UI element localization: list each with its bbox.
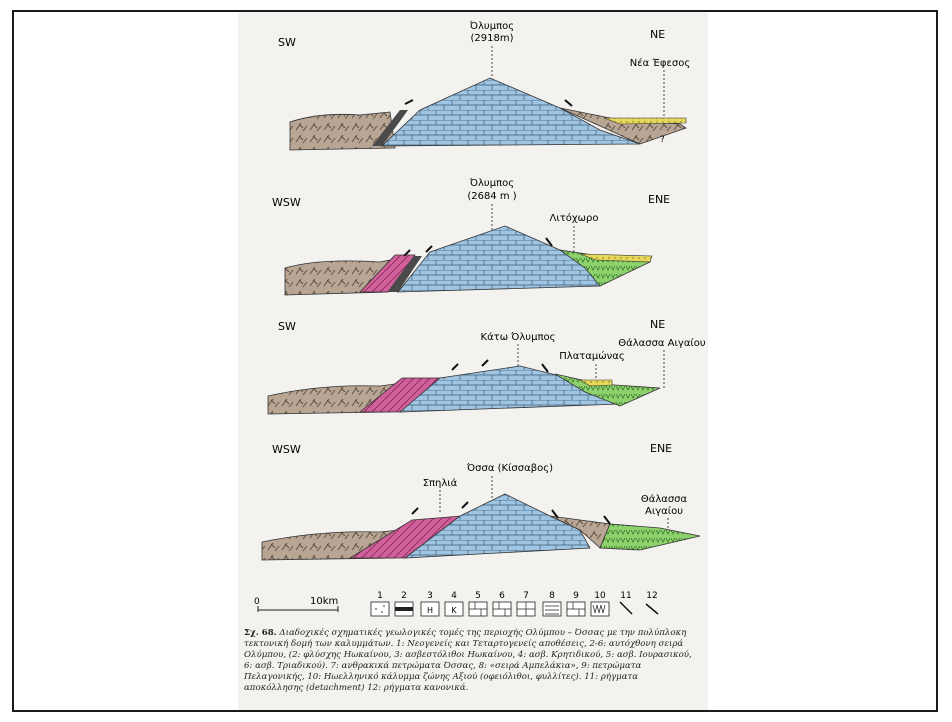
platamonas-label: Πλαταμώνας <box>559 350 624 362</box>
legend-num-9: 9 <box>573 591 579 601</box>
olympus-peak-label: Όλυμπος <box>469 20 514 32</box>
legend-num-2: 2 <box>401 591 407 601</box>
legend-num-3: 3 <box>427 591 433 601</box>
olympus-elevation-label: (2918m) <box>471 33 514 44</box>
svg-text:H: H <box>427 606 433 615</box>
legend-num-5: 5 <box>475 591 481 601</box>
olympus-elevation-label-2: (2684 m ) <box>467 191 516 202</box>
legend-swatch-1 <box>371 602 389 616</box>
legend-normal-fault <box>646 604 658 614</box>
legend-num-7: 7 <box>523 591 529 601</box>
section-4-left-direction: WSW <box>272 443 301 456</box>
kato-olympos-label: Κάτω Όλυμπος <box>481 331 556 343</box>
section-4-right-direction: ENE <box>650 442 672 455</box>
section-1: SW NE Όλυμπος (2918m) Νέα Έφεσος ? <box>278 20 690 150</box>
svg-text:K: K <box>451 606 457 615</box>
scale-zero: 0 <box>254 597 260 607</box>
scale-label: 10km <box>310 596 338 607</box>
question-mark: ? <box>660 135 665 145</box>
legend-num-11: 11 <box>620 591 631 601</box>
section-3-left-direction: SW <box>278 320 296 333</box>
section-4: WSW ENE Όσσα (Κίσσαβος) Σπηλιά Θάλασσα Α… <box>262 442 700 560</box>
figure-number: Σχ. 68. <box>244 628 277 638</box>
legend-num-10: 10 <box>594 591 606 601</box>
legend: 1 2 3 4 5 6 7 8 9 10 11 12 H K <box>371 591 658 616</box>
section-3-right-direction: NE <box>650 318 665 331</box>
section-2-right-direction: ENE <box>648 193 670 206</box>
legend-detachment-fault <box>620 602 632 614</box>
litochoro-label: Λιτόχωρο <box>550 212 599 224</box>
aigaiou-label: Αιγαίου <box>645 505 683 517</box>
section-1-right-direction: NE <box>650 28 665 41</box>
aegean-sea-label: Θάλασσα Αιγαίου <box>618 337 706 349</box>
legend-num-12: 12 <box>646 591 657 601</box>
spilia-label: Σπηλιά <box>423 477 458 489</box>
legend-num-4: 4 <box>451 591 457 601</box>
thalassa-label: Θάλασσα <box>641 493 688 505</box>
section-2-left-direction: WSW <box>272 196 301 209</box>
legend-num-8: 8 <box>549 591 555 601</box>
nea-efesos-label: Νέα Έφεσος <box>630 57 690 69</box>
ossa-kissavos-label: Όσσα (Κίσσαβος) <box>466 462 553 474</box>
olympus-peak-label-2: Όλυμπος <box>469 177 514 189</box>
legend-num-6: 6 <box>499 591 505 601</box>
figure-caption-text: Διαδοχικές σχηματικές γεωλογικές τομές τ… <box>244 628 692 693</box>
section-3: SW NE Κάτω Όλυμπος Θάλασσα Αιγαίου Πλατα… <box>268 318 706 414</box>
section-1-left-direction: SW <box>278 36 296 49</box>
legend-num-1: 1 <box>377 591 383 601</box>
figure-caption: Σχ. 68. Διαδοχικές σχηματικές γεωλογικές… <box>244 628 700 695</box>
scale-bar: 0 10km <box>254 596 338 612</box>
section-2: WSW ENE Όλυμπος (2684 m ) Λιτόχωρο <box>272 177 670 295</box>
legend-numbers: 1 2 3 4 5 6 7 8 9 10 11 12 <box>377 591 658 601</box>
